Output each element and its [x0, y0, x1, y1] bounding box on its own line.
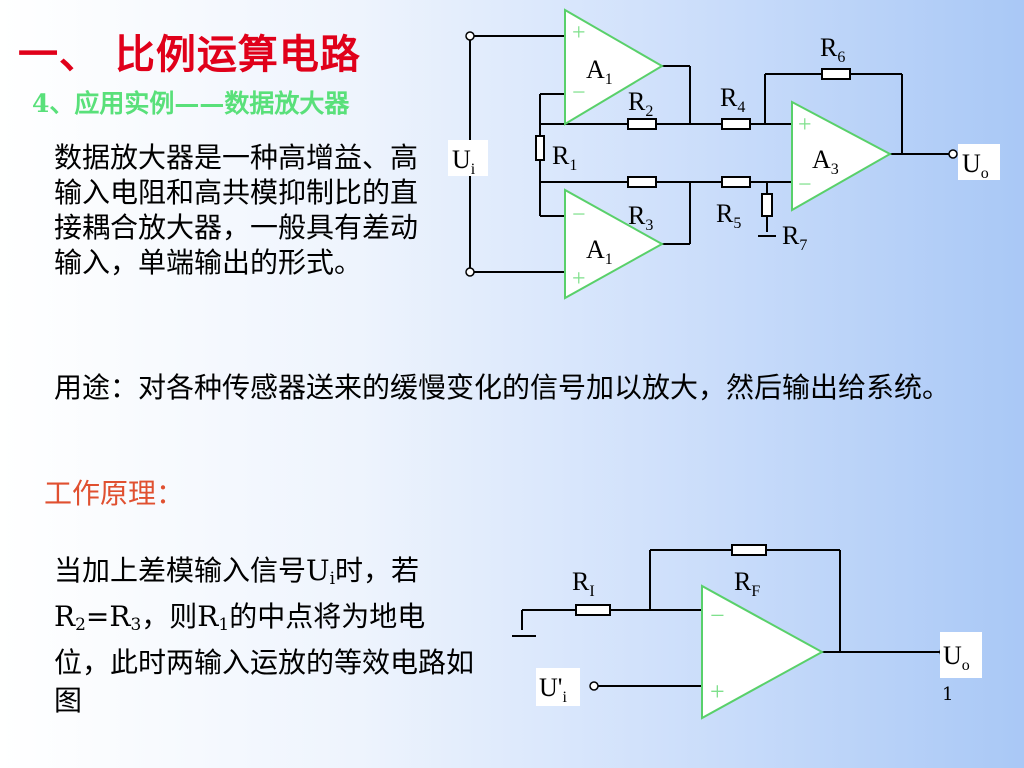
description-text: 数据放大器是一种高增益、高输入电阻和高共模抑制比的直接耦合放大器，一般具有差动输…	[54, 141, 419, 279]
label-r4: R4	[720, 83, 745, 116]
svg-text:−: −	[798, 172, 812, 198]
opamp-equivalent	[701, 584, 825, 720]
label-r5: R5	[716, 199, 741, 232]
label-a3: A3	[812, 145, 839, 178]
principle-heading: 工作原理：	[44, 477, 185, 510]
label-r2: R2	[628, 87, 653, 120]
explanation-text: 当加上差模输入信号Ui时，若R2=R3，则R1的中点将为地电位，此时两输入运放的…	[54, 554, 475, 717]
label-rf: RF	[734, 567, 760, 600]
slide-title: 一、 比例运算电路	[18, 32, 361, 78]
equivalent-circuit: − + RI RF U'i Uo	[512, 544, 982, 720]
label-output-uo: Uo	[962, 149, 989, 182]
opamp-a1-bottom	[564, 188, 665, 300]
label-a1-top: A1	[586, 55, 613, 88]
usage-text: 用途：对各种传感器送来的缓慢变化的信号加以放大，然后输出给系统。	[54, 371, 951, 404]
svg-text:+: +	[572, 266, 586, 292]
svg-text:+: +	[798, 112, 812, 138]
label-r7: R7	[782, 221, 807, 254]
label-input-ui-prime: U'i	[539, 673, 567, 706]
opamp-a3	[791, 100, 893, 212]
svg-text:+: +	[572, 20, 586, 46]
svg-text:−: −	[572, 202, 586, 228]
page-number: 1	[942, 684, 954, 705]
label-r3: R3	[628, 201, 653, 234]
label-a1-bottom: A1	[586, 235, 613, 268]
label-r6: R6	[820, 33, 845, 66]
instrumentation-amp-circuit: + − − + + − A1 A1 A3 R1 R2 R3 R4 R5 R6 R…	[448, 8, 1000, 300]
svg-text:−: −	[710, 601, 725, 630]
label-r1: R1	[552, 141, 577, 174]
label-input-ui: Ui	[452, 145, 476, 178]
svg-text:−: −	[572, 80, 586, 106]
label-ri: RI	[572, 567, 595, 600]
label-output-uo-2: Uo	[943, 641, 970, 674]
slide-subtitle: 4、应用实例——数据放大器	[32, 89, 350, 118]
opamp-a1-top	[564, 8, 664, 126]
svg-text:+: +	[710, 677, 725, 706]
